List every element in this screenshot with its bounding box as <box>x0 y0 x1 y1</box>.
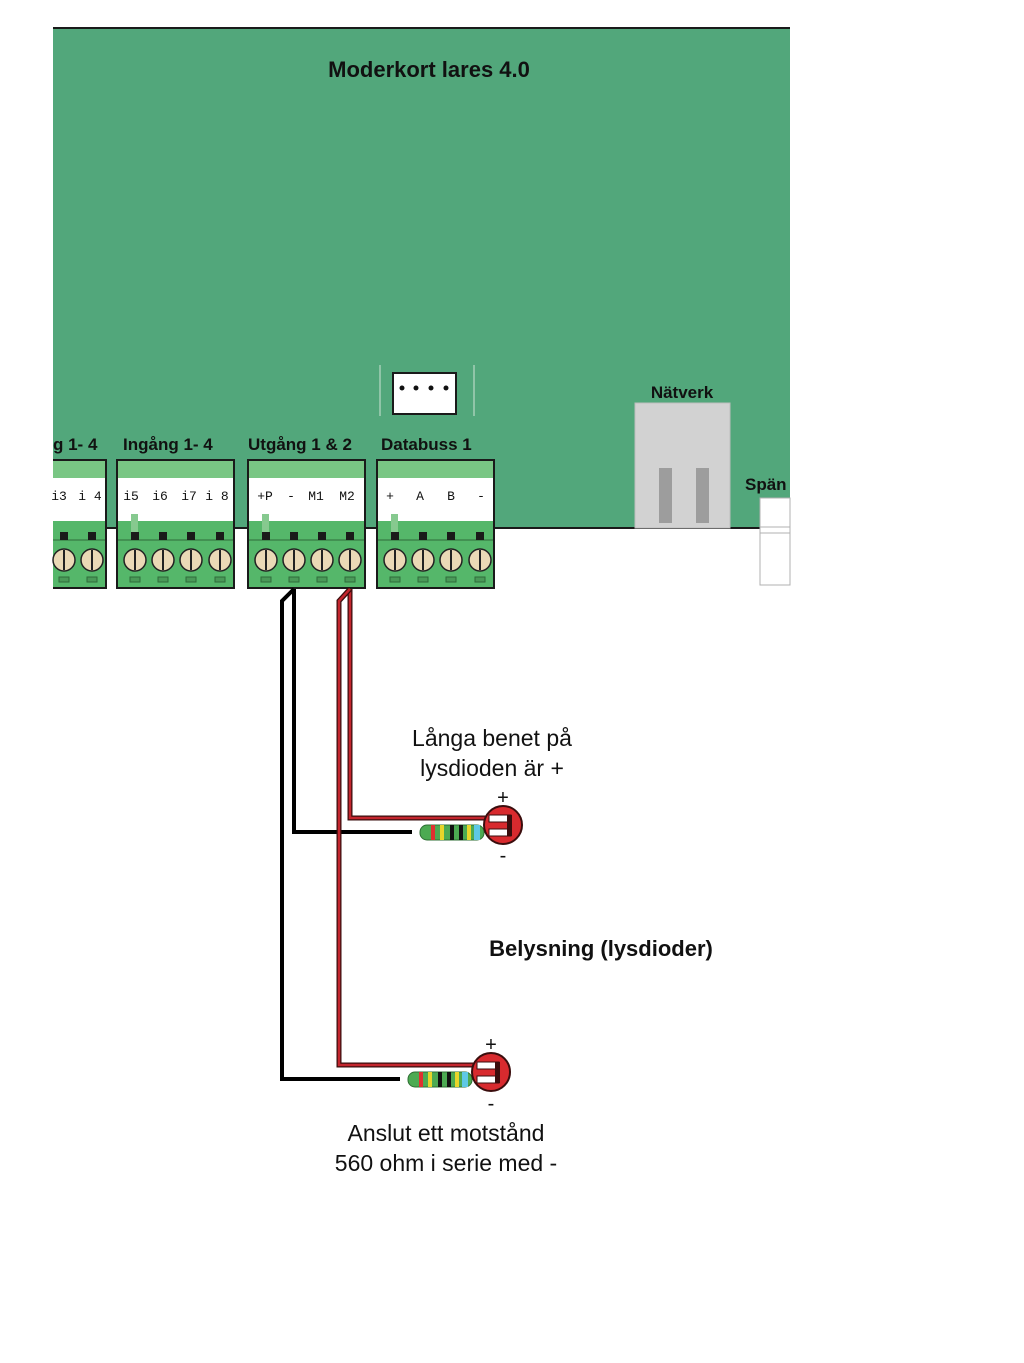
terminal-block-utgang <box>247 459 366 589</box>
block-label-databuss: Databuss 1 <box>381 435 472 454</box>
pin-label: i5 <box>123 489 139 504</box>
board-title: Moderkort lares 4.0 <box>328 57 530 82</box>
led-2-minus: - <box>488 1093 495 1115</box>
annotation-resistor-line2: 560 ohm i serie med - <box>335 1150 557 1176</box>
pin-label: i7 <box>181 489 197 504</box>
resistor-2 <box>407 1071 473 1088</box>
pin-label: i 8 <box>205 489 228 504</box>
network-jack <box>634 402 731 529</box>
wire-positive-led2 <box>336 587 477 1068</box>
led-2-plus: + <box>485 1034 497 1056</box>
pin-label: i6 <box>152 489 168 504</box>
led-1-minus: - <box>500 845 507 867</box>
annotation-lighting: Belysning (lysdioder) <box>489 936 713 961</box>
annotation-long-leg-line2: lysdioden är + <box>420 755 564 781</box>
terminal-block-left-partial <box>52 459 107 589</box>
pin-label: B <box>447 489 455 504</box>
annotation-resistor-line1: Anslut ett motstånd <box>348 1120 545 1146</box>
wire-negative-led2 <box>280 587 400 1081</box>
pin-label: M2 <box>339 489 355 504</box>
pin-label: i3 <box>51 489 67 504</box>
pin-label: A <box>416 489 424 504</box>
pin-label: M1 <box>308 489 324 504</box>
pin-label: +P <box>257 489 273 504</box>
pin-label: + <box>386 489 394 504</box>
power-connector <box>759 497 791 586</box>
resistor-1 <box>419 824 485 841</box>
led-1 <box>483 805 523 845</box>
block-label-utgang: Utgång 1 & 2 <box>248 435 352 454</box>
power-label: Spän <box>745 475 787 494</box>
pin-label: - <box>477 489 485 504</box>
terminal-block-ingang <box>116 459 235 589</box>
terminal-block-databuss <box>376 459 495 589</box>
pin-label: i 4 <box>78 489 102 504</box>
wire-positive-led1 <box>347 589 488 821</box>
led-1-plus: + <box>497 787 509 809</box>
annotation-long-leg-line1: Långa benet på <box>412 725 572 751</box>
pin-label: - <box>287 489 295 504</box>
network-label: Nätverk <box>651 383 714 402</box>
block-label-left-partial: g 1- 4 <box>53 435 98 454</box>
block-label-ingang: Ingång 1- 4 <box>123 435 213 454</box>
led-2 <box>471 1052 511 1092</box>
databus-header <box>379 365 475 416</box>
wire-negative-led1 <box>292 589 412 834</box>
